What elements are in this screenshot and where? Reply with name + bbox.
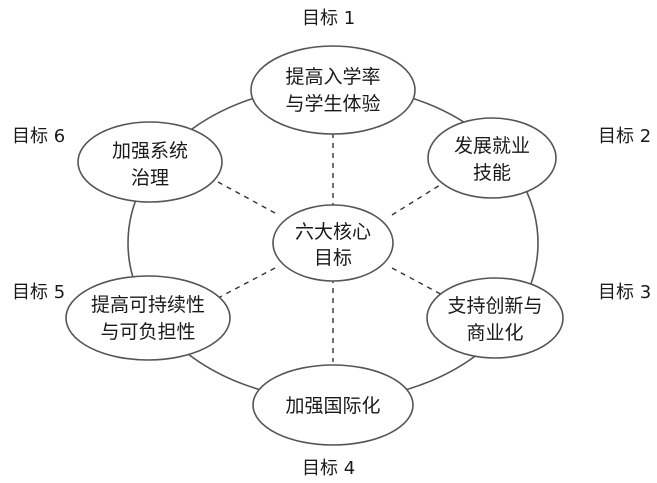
connector-goal-3 bbox=[391, 267, 449, 299]
goal-3-text-line-1: 支持创新与 bbox=[447, 295, 542, 317]
goal-3-node bbox=[426, 277, 564, 359]
goal-5-node bbox=[65, 275, 231, 361]
goal-5-text-line-1: 提高可持续性 bbox=[91, 294, 205, 316]
goal-2-node bbox=[427, 117, 557, 199]
goal-6-node bbox=[77, 121, 223, 203]
center-line-1: 六大核心 bbox=[295, 221, 371, 243]
goal-3-label: 目标 3 bbox=[598, 282, 651, 303]
goal-1-text-line-2: 与学生体验 bbox=[285, 93, 380, 115]
connector-goal-2 bbox=[391, 179, 449, 216]
goal-4-text-line-1: 加强国际化 bbox=[285, 395, 380, 417]
center-node bbox=[272, 204, 394, 282]
goal-1-label: 目标 1 bbox=[302, 8, 355, 29]
goal-3-text-line-2: 商业化 bbox=[466, 322, 523, 344]
goal-2-text-line-1: 发展就业 bbox=[454, 135, 530, 157]
center-line-2: 目标 bbox=[314, 247, 352, 269]
goal-4-node bbox=[252, 364, 414, 446]
goal-5-text-line-2: 与可负担性 bbox=[100, 321, 195, 343]
goal-6-text-line-1: 加强系统 bbox=[112, 140, 188, 162]
goal-2-label: 目标 2 bbox=[598, 126, 651, 147]
goal-6-text-line-2: 治理 bbox=[131, 167, 169, 189]
goal-1-node bbox=[250, 45, 416, 135]
goal-4-label: 目标 4 bbox=[302, 458, 355, 479]
goal-1-text-line-1: 提高入学率 bbox=[285, 66, 380, 88]
connector-goal-5 bbox=[217, 267, 276, 299]
goal-2-text-line-2: 技能 bbox=[473, 162, 511, 184]
goal-5-label: 目标 5 bbox=[12, 282, 65, 303]
goal-6-label: 目标 6 bbox=[12, 126, 65, 147]
connector-goal-6 bbox=[217, 181, 276, 214]
